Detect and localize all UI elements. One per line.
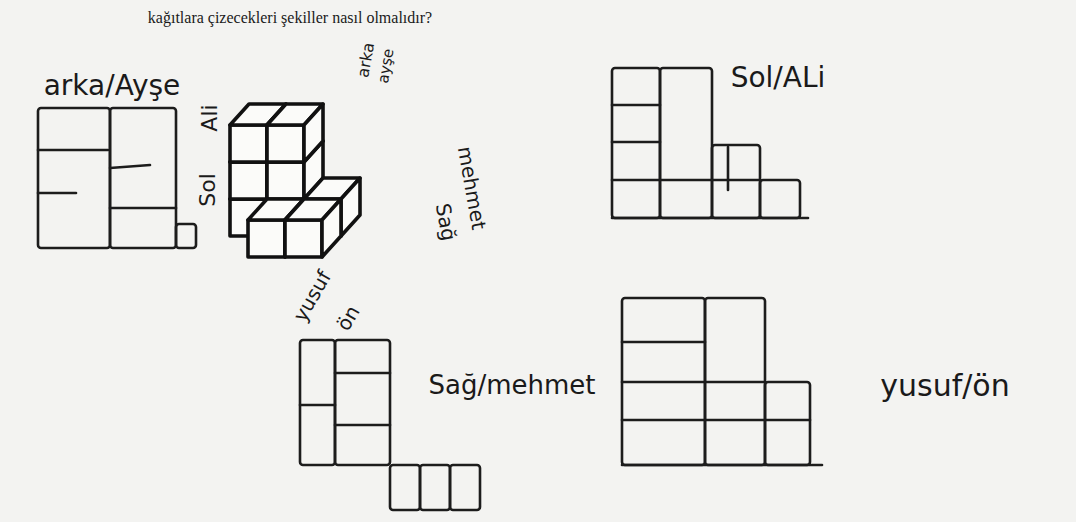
view-line <box>300 404 335 407</box>
view-square <box>622 298 705 465</box>
view-line <box>660 179 712 182</box>
cube-face <box>267 162 304 199</box>
view-line <box>612 217 808 220</box>
name-label: mehmet <box>454 145 490 232</box>
view-line <box>110 165 150 168</box>
name-label: ayşe <box>375 47 397 84</box>
cube-face <box>248 220 285 257</box>
view-line <box>38 149 108 152</box>
name-label: yusuf <box>289 267 335 325</box>
cube-face <box>304 104 323 162</box>
side-label: Sol <box>196 173 220 207</box>
cube-structure <box>230 104 360 257</box>
side-label: Sağ <box>432 202 460 243</box>
view-square <box>300 340 335 465</box>
cube-face <box>267 125 304 162</box>
view-square <box>335 340 390 465</box>
side-label: arka <box>354 41 377 79</box>
view-square <box>612 68 660 218</box>
view-line <box>335 424 390 427</box>
view-line <box>727 147 730 190</box>
name-label: Ali <box>198 104 222 131</box>
question-text: kağıtlara çizecekleri şekiller nasıl olm… <box>148 9 432 27</box>
view-square <box>765 382 810 465</box>
right-view <box>300 340 480 510</box>
view-line <box>612 179 660 182</box>
view-square <box>390 465 420 510</box>
view-line <box>705 381 765 384</box>
cube-face <box>230 162 267 199</box>
view-line <box>38 192 76 195</box>
view-square <box>38 108 110 248</box>
back-view <box>38 108 196 248</box>
view-line <box>612 104 660 107</box>
view-title: yusuf/ön <box>880 369 1009 402</box>
view-square <box>176 224 196 248</box>
view-title: Sağ/mehmet <box>428 371 595 400</box>
side-label: ön <box>332 302 364 335</box>
view-line <box>705 419 810 422</box>
view-square <box>660 68 712 218</box>
view-square <box>705 298 765 465</box>
view-line <box>622 381 705 384</box>
view-title: Sol/ALi <box>731 63 826 94</box>
view-square <box>450 465 480 510</box>
view-square <box>420 465 450 510</box>
cube-face <box>285 220 322 257</box>
view-line <box>712 179 760 182</box>
view-square <box>712 145 760 218</box>
view-line <box>612 141 660 144</box>
view-line <box>335 372 390 375</box>
view-line <box>622 419 705 422</box>
view-line <box>622 464 822 467</box>
cube-face <box>341 178 360 236</box>
cube-face <box>322 199 341 257</box>
view-square <box>760 180 800 218</box>
cube-face <box>230 125 267 162</box>
view-title: arka/Ayşe <box>44 71 181 102</box>
view-square <box>110 108 176 248</box>
front-view <box>622 298 822 465</box>
view-line <box>622 341 705 344</box>
view-line <box>110 207 176 210</box>
